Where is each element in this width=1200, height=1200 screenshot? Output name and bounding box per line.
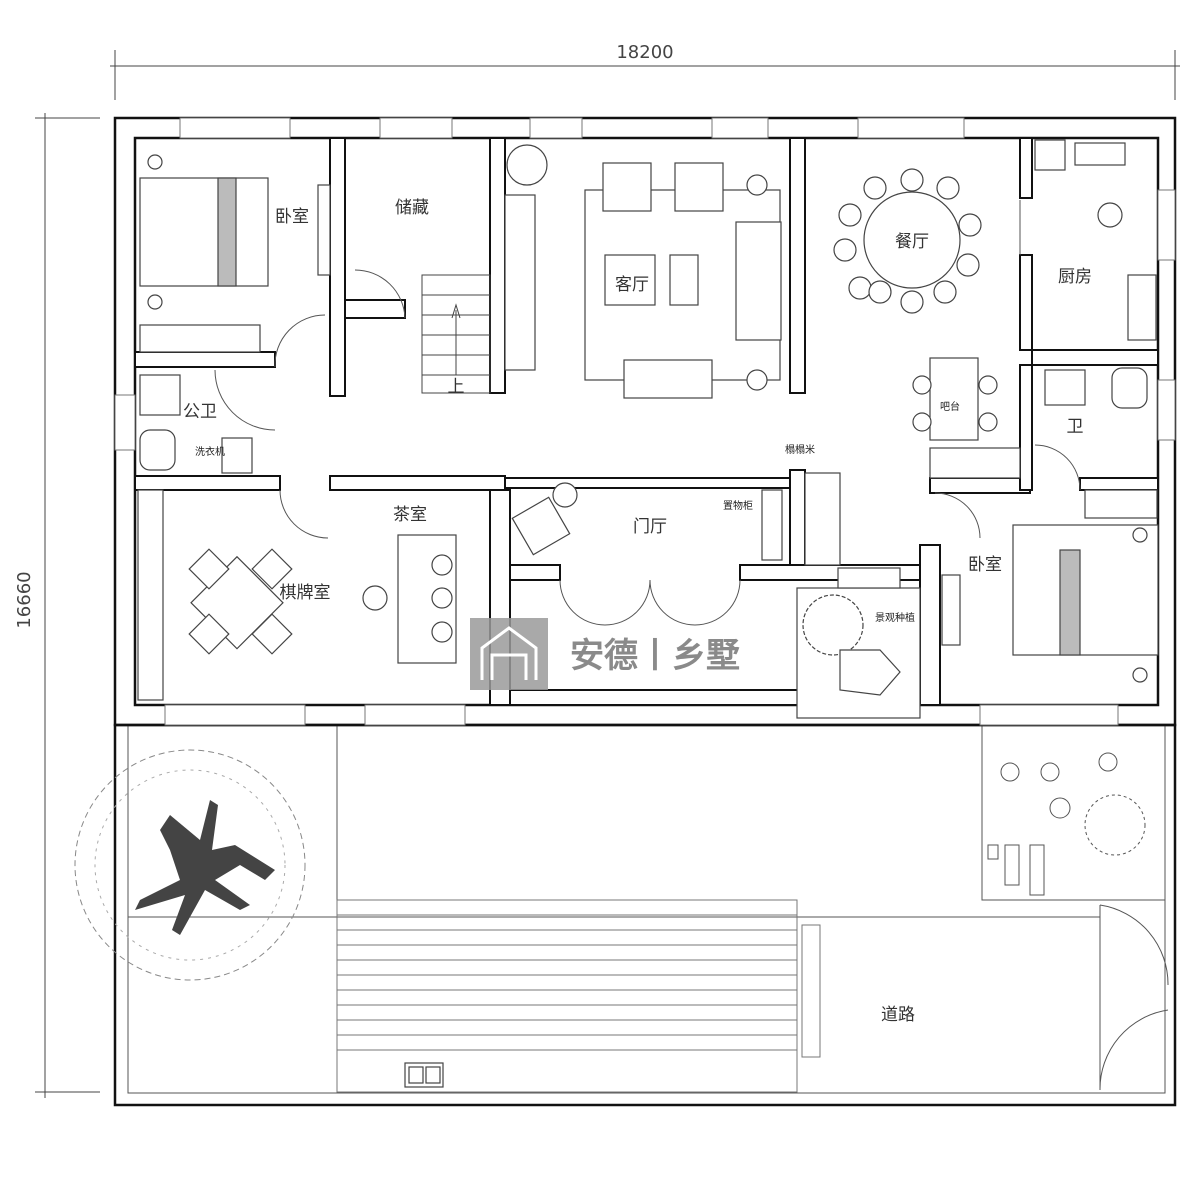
doors — [214, 200, 1081, 626]
house-walls — [113, 116, 1177, 727]
sink-outdoor — [404, 1062, 444, 1088]
road-label: 道路 — [881, 1005, 915, 1025]
dimension-lines — [35, 50, 1180, 1098]
room-label-dining: 餐厅 — [895, 232, 929, 252]
gate-door — [1099, 904, 1169, 1091]
room-label-bedroom-se: 卧室 — [968, 555, 1002, 575]
landscape-label: 景观种植 — [875, 611, 915, 624]
watermark-logo — [470, 618, 548, 690]
storage-cabinet-label: 置物柜 — [723, 499, 753, 512]
washer-label: 洗衣机 — [195, 445, 225, 458]
watermark-text: 安德丨乡墅 — [570, 636, 740, 676]
room-label-chess-room: 棋牌室 — [280, 583, 331, 603]
stairs-up-label: 上 — [448, 377, 465, 397]
room-label-storage: 储藏 — [395, 198, 429, 218]
room-label-bedroom-nw: 卧室 — [275, 207, 309, 227]
room-label-living: 客厅 — [615, 275, 649, 295]
garden-plants — [987, 752, 1146, 896]
room-label-bath-e: 卫 — [1067, 417, 1084, 437]
room-label-foyer: 门厅 — [633, 517, 667, 537]
width-dimension: 18200 — [616, 42, 673, 63]
room-label-tea-room: 茶室 — [393, 505, 427, 525]
room-label-kitchen: 厨房 — [1058, 267, 1092, 287]
bar-label: 吧台 — [940, 400, 960, 413]
furniture — [137, 139, 1159, 719]
height-dimension: 16660 — [14, 571, 35, 628]
room-label-public-bath: 公卫 — [183, 402, 217, 422]
staircase — [421, 274, 491, 394]
bed-nw — [139, 177, 269, 287]
deck — [336, 899, 821, 1093]
tatami-label: 榻榻米 — [785, 443, 815, 456]
tree-icon — [74, 749, 306, 981]
